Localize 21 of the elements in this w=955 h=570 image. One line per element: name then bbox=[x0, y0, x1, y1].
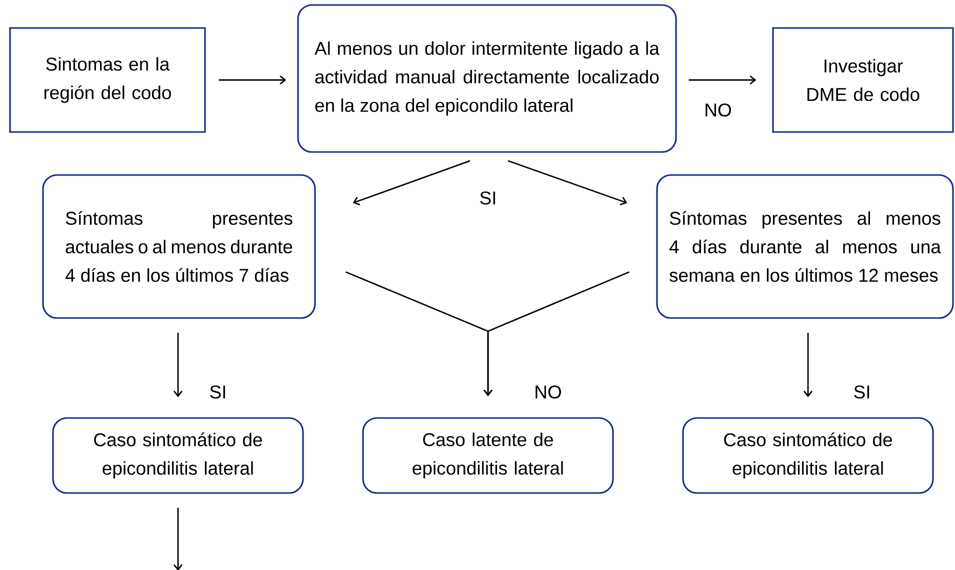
arrow bbox=[508, 160, 628, 206]
process-box: Sintomas en la región del codo bbox=[9, 27, 206, 133]
decision-box: Al menos un dolor intermitente ligado a la actividad manual directamente localizado en la zona del epicondilo lateral bbox=[297, 4, 677, 153]
arrow bbox=[173, 508, 183, 570]
edge-label: NO bbox=[533, 384, 563, 400]
arrow bbox=[483, 271, 630, 396]
decision-box: Síntomas presentes al menos 4 días durante al menos una semana en los últimos 12 meses bbox=[656, 174, 954, 319]
result-box: Caso sintomático de epicondilitis lateral bbox=[682, 417, 934, 494]
arrow bbox=[218, 75, 286, 85]
result-box: Caso latente de epicondilitis lateral bbox=[362, 417, 614, 494]
edge-label: NO bbox=[703, 102, 733, 118]
edge-label: SI bbox=[852, 384, 872, 400]
arrow bbox=[173, 332, 183, 398]
edge-label: SI bbox=[208, 384, 228, 400]
arrow bbox=[352, 160, 470, 206]
result-box: Caso sintomático de epicondilitis lateral bbox=[52, 417, 304, 494]
arrow bbox=[803, 332, 813, 398]
decision-box: Síntomas presentes actuales o al menos durante 4 días en los últimos 7 días bbox=[42, 174, 316, 319]
arrow bbox=[688, 75, 756, 85]
edge-label: SI bbox=[478, 190, 498, 206]
process-box: Investigar DME de codo bbox=[772, 27, 954, 133]
